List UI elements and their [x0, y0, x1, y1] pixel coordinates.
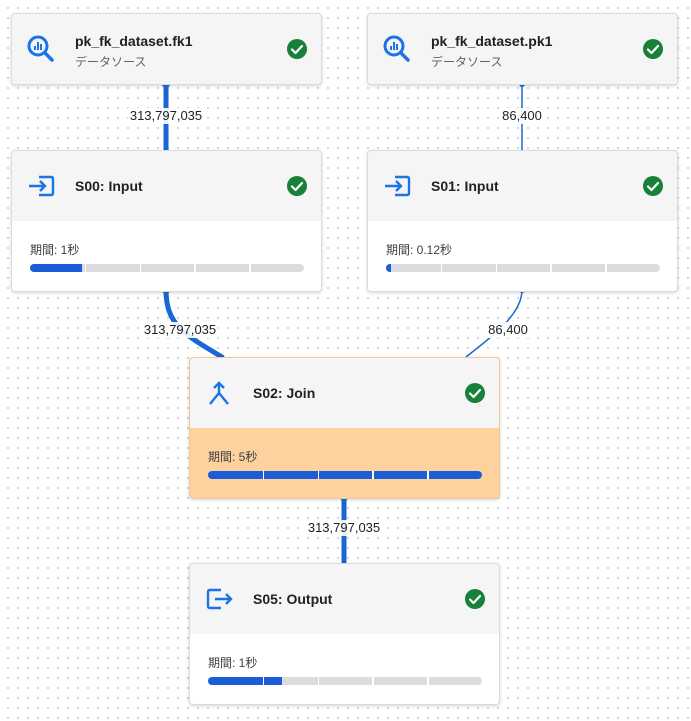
progress-divider [440, 264, 443, 272]
node-body: 期間: 1秒 [12, 221, 321, 291]
progress-fill [30, 264, 83, 272]
progress-divider [249, 264, 251, 272]
progress-divider [194, 264, 196, 272]
progress-bar [386, 264, 660, 272]
input-icon [29, 175, 55, 197]
merge-icon [209, 381, 229, 405]
duration-label: 期間: 5秒 [208, 450, 258, 464]
node-header: S05: Output [190, 564, 499, 634]
duration-label: 期間: 0.12秒 [386, 243, 453, 257]
check-circle-icon [465, 383, 485, 403]
bigquery-icon [27, 35, 54, 62]
progress-divider [427, 471, 429, 479]
progress-divider [372, 471, 374, 479]
progress-bar [208, 471, 482, 479]
edge-label-s01-s02: 86,400 [486, 322, 530, 338]
stage-node-s01[interactable]: S01: Input 期間: 0.12秒 [367, 150, 678, 292]
progress-fill [208, 471, 482, 479]
progress-bar [30, 264, 304, 272]
edge-label-pk1-s01: 86,400 [500, 108, 544, 124]
output-icon [206, 588, 233, 610]
progress-fill [386, 264, 392, 272]
progress-bar [208, 677, 482, 685]
node-subtitle: データソース [75, 55, 147, 69]
node-header: S00: Input [12, 151, 321, 221]
node-title: S01: Input [431, 178, 499, 194]
progress-divider [605, 264, 607, 272]
check-circle-icon [287, 176, 307, 196]
progress-divider [372, 677, 374, 685]
check-circle-icon [643, 39, 663, 59]
progress-divider [317, 471, 320, 479]
progress-divider [84, 264, 87, 272]
stage-node-s00[interactable]: S00: Input 期間: 1秒 [11, 150, 322, 292]
check-circle-icon [643, 176, 663, 196]
input-icon [385, 175, 411, 197]
node-body: 期間: 5秒 [190, 428, 499, 498]
node-datasource-pk1[interactable]: pk_fk_dataset.pk1 データソース [367, 13, 678, 85]
node-subtitle: データソース [431, 55, 503, 69]
progress-fill [208, 677, 282, 685]
node-title: S02: Join [253, 385, 316, 401]
check-circle-icon [287, 39, 307, 59]
stage-node-s05[interactable]: S05: Output 期間: 1秒 [189, 563, 500, 705]
node-title: pk_fk_dataset.pk1 [431, 33, 553, 49]
stage-node-s02[interactable]: S02: Join 期間: 5秒 [189, 357, 500, 499]
edge-label-fk1-s00: 313,797,035 [127, 108, 205, 124]
node-title: S05: Output [253, 591, 333, 607]
node-title: S00: Input [75, 178, 143, 194]
edge-label-s02-s05: 313,797,035 [305, 520, 383, 536]
bigquery-icon [383, 35, 410, 62]
node-body: 期間: 0.12秒 [368, 221, 677, 291]
edge-label-s00-s02: 313,797,035 [141, 322, 219, 338]
node-title: pk_fk_dataset.fk1 [75, 33, 193, 49]
progress-divider [495, 264, 498, 272]
progress-divider [262, 677, 265, 685]
node-header: S02: Join [190, 358, 499, 428]
progress-divider [550, 264, 552, 272]
progress-divider [427, 677, 429, 685]
node-header: S01: Input [368, 151, 677, 221]
check-circle-icon [465, 589, 485, 609]
progress-divider [139, 264, 142, 272]
node-datasource-fk1[interactable]: pk_fk_dataset.fk1 データソース [11, 13, 322, 85]
duration-label: 期間: 1秒 [208, 656, 258, 670]
progress-divider [317, 677, 320, 685]
node-header: pk_fk_dataset.fk1 データソース [12, 14, 321, 84]
progress-divider [262, 471, 265, 479]
node-header: pk_fk_dataset.pk1 データソース [368, 14, 677, 84]
node-body: 期間: 1秒 [190, 634, 499, 704]
duration-label: 期間: 1秒 [30, 243, 80, 257]
